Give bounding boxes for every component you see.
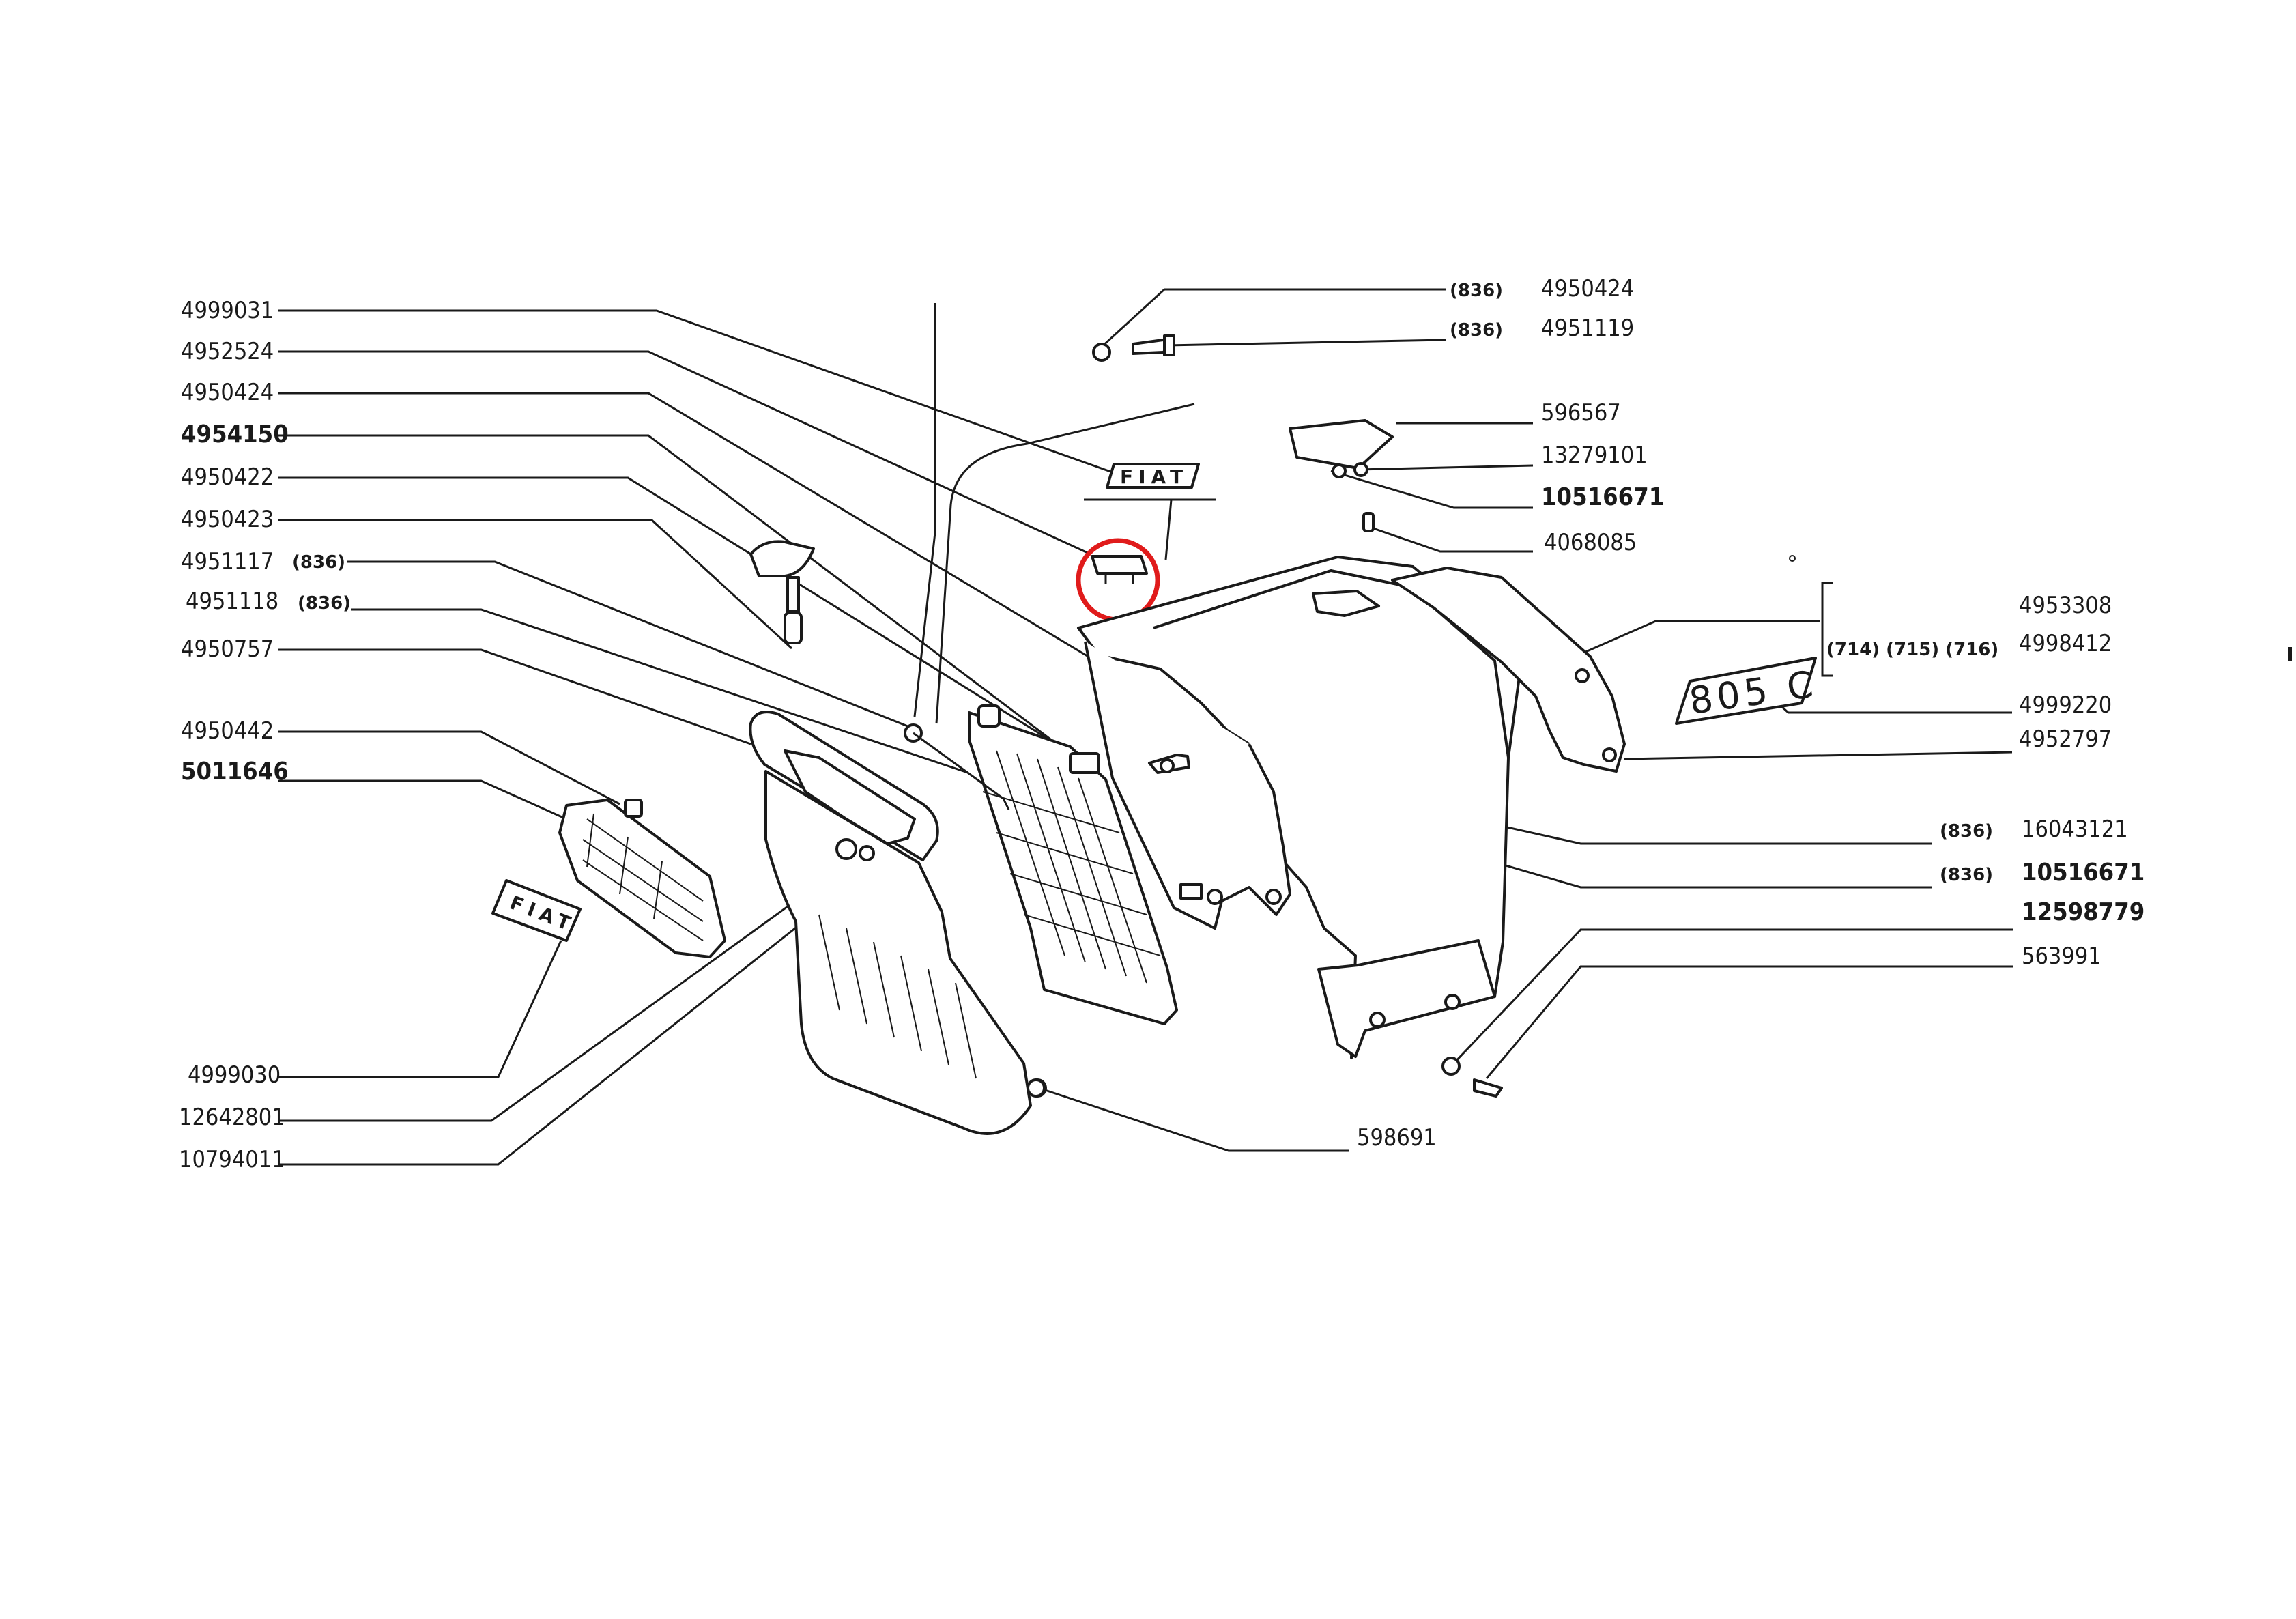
fiat-badge-top: FIAT — [1084, 463, 1216, 560]
label-4950757: 4950757 — [181, 635, 274, 663]
leader-4952524 — [278, 350, 1091, 556]
leader-4950424 — [278, 392, 1098, 663]
leader-4951119 — [1166, 339, 1446, 347]
leader-4954150 — [278, 434, 1085, 766]
leader-4999030 — [278, 940, 562, 1078]
leader-4951118 — [351, 608, 968, 774]
leader-563991 — [1485, 965, 2013, 1079]
label-12642801: 12642801 — [179, 1104, 285, 1131]
label-4950442: 4950442 — [181, 717, 274, 745]
tag-836-4950424: (836) — [1450, 281, 1503, 301]
variants-714-715-716: (714) (715) (716) — [1826, 640, 1998, 660]
label-4951119: 4951119 — [1541, 315, 1634, 342]
label-4952524: 4952524 — [181, 338, 274, 365]
leader-10794011 — [278, 865, 873, 1166]
left-label-group: 4999031 4952524 4950424 4954150 4950422 … — [179, 297, 1113, 1173]
label-4950422: 4950422 — [181, 463, 274, 491]
front-grille-4950757 — [749, 711, 1047, 1135]
leader-13279101 — [1358, 464, 1534, 471]
leader-4950442 — [278, 730, 620, 805]
bolt-nut-top — [1092, 334, 1175, 362]
label-4950424: 4950424 — [181, 379, 274, 406]
leader-10516671-top — [1330, 470, 1533, 509]
leader-4951117 — [347, 560, 915, 730]
label-16043121: 16043121 — [2022, 816, 2128, 843]
fiat-badge-side: FIAT — [491, 879, 582, 942]
leader-4068085 — [1368, 526, 1533, 553]
leader-12642801 — [278, 852, 862, 1122]
label-4953308: 4953308 — [2019, 592, 2112, 619]
label-4999031: 4999031 — [181, 297, 274, 324]
model-badge-text: 805 C — [1687, 662, 1820, 723]
tag-836-10516671: (836) — [1940, 865, 1993, 885]
label-4068085: 4068085 — [1544, 529, 1637, 556]
leader-4950423 — [278, 519, 793, 650]
highlighted-clip-part — [1076, 538, 1160, 622]
side-vent-5011646 — [558, 799, 726, 958]
label-4952797: 4952797 — [2019, 726, 2112, 753]
tag-836-16043121: (836) — [1940, 821, 1993, 842]
label-563991: 563991 — [2022, 943, 2101, 970]
highlight-circle — [1076, 538, 1160, 622]
tag-836-4951117: (836) — [292, 552, 345, 573]
tag-836-4951119: (836) — [1450, 320, 1503, 341]
nut-598691 — [1027, 1078, 1046, 1098]
bolt-hood-mid — [1148, 754, 1190, 774]
label-13279101: 13279101 — [1541, 442, 1648, 469]
label-10516671-mid: 10516671 — [2022, 859, 2144, 887]
leader-4950757 — [278, 648, 751, 745]
label-596567: 596567 — [1541, 399, 1621, 427]
label-4950424-right: 4950424 — [1541, 275, 1634, 302]
label-4954150: 4954150 — [181, 420, 289, 448]
leader-4950424-right — [1099, 288, 1446, 349]
leader-5011646 — [278, 779, 567, 820]
leader-12598779 — [1451, 928, 2013, 1066]
label-4951117: 4951117 — [181, 548, 274, 575]
side-frame-4952797 — [1391, 567, 1626, 773]
hood-outline — [913, 303, 1195, 724]
leader-598691 — [1042, 1088, 1349, 1152]
label-598691: 598691 — [1357, 1124, 1437, 1151]
leader-4952797 — [1624, 751, 2013, 760]
model-badge-805c: 805 C — [1675, 657, 1820, 725]
label-4999030: 4999030 — [188, 1061, 281, 1089]
label-12598779: 12598779 — [2022, 898, 2144, 926]
label-4951118: 4951118 — [186, 588, 278, 615]
stray-marks — [1789, 555, 2292, 661]
fiat-badge-top-text: FIAT — [1120, 465, 1188, 488]
hood-latch-knob — [749, 540, 815, 644]
label-4950423: 4950423 — [181, 506, 274, 533]
leader-4999031 — [278, 309, 1113, 474]
label-4999220: 4999220 — [2019, 691, 2112, 719]
bracket-4953308-group — [1821, 582, 1833, 677]
nut-bolt-bottom-right — [1441, 1057, 1503, 1098]
tag-836-4951118: (836) — [298, 593, 351, 614]
hood-body-4953308 — [1077, 556, 1523, 1059]
label-10516671-top: 10516671 — [1541, 483, 1664, 511]
leader-4950422 — [278, 476, 1079, 759]
label-10794011: 10794011 — [179, 1146, 285, 1173]
label-4998412: 4998412 — [2019, 630, 2112, 657]
label-5011646: 5011646 — [181, 758, 289, 786]
cover-plate-596567 — [1289, 419, 1394, 532]
mesh-grille-panel — [904, 704, 1178, 1025]
